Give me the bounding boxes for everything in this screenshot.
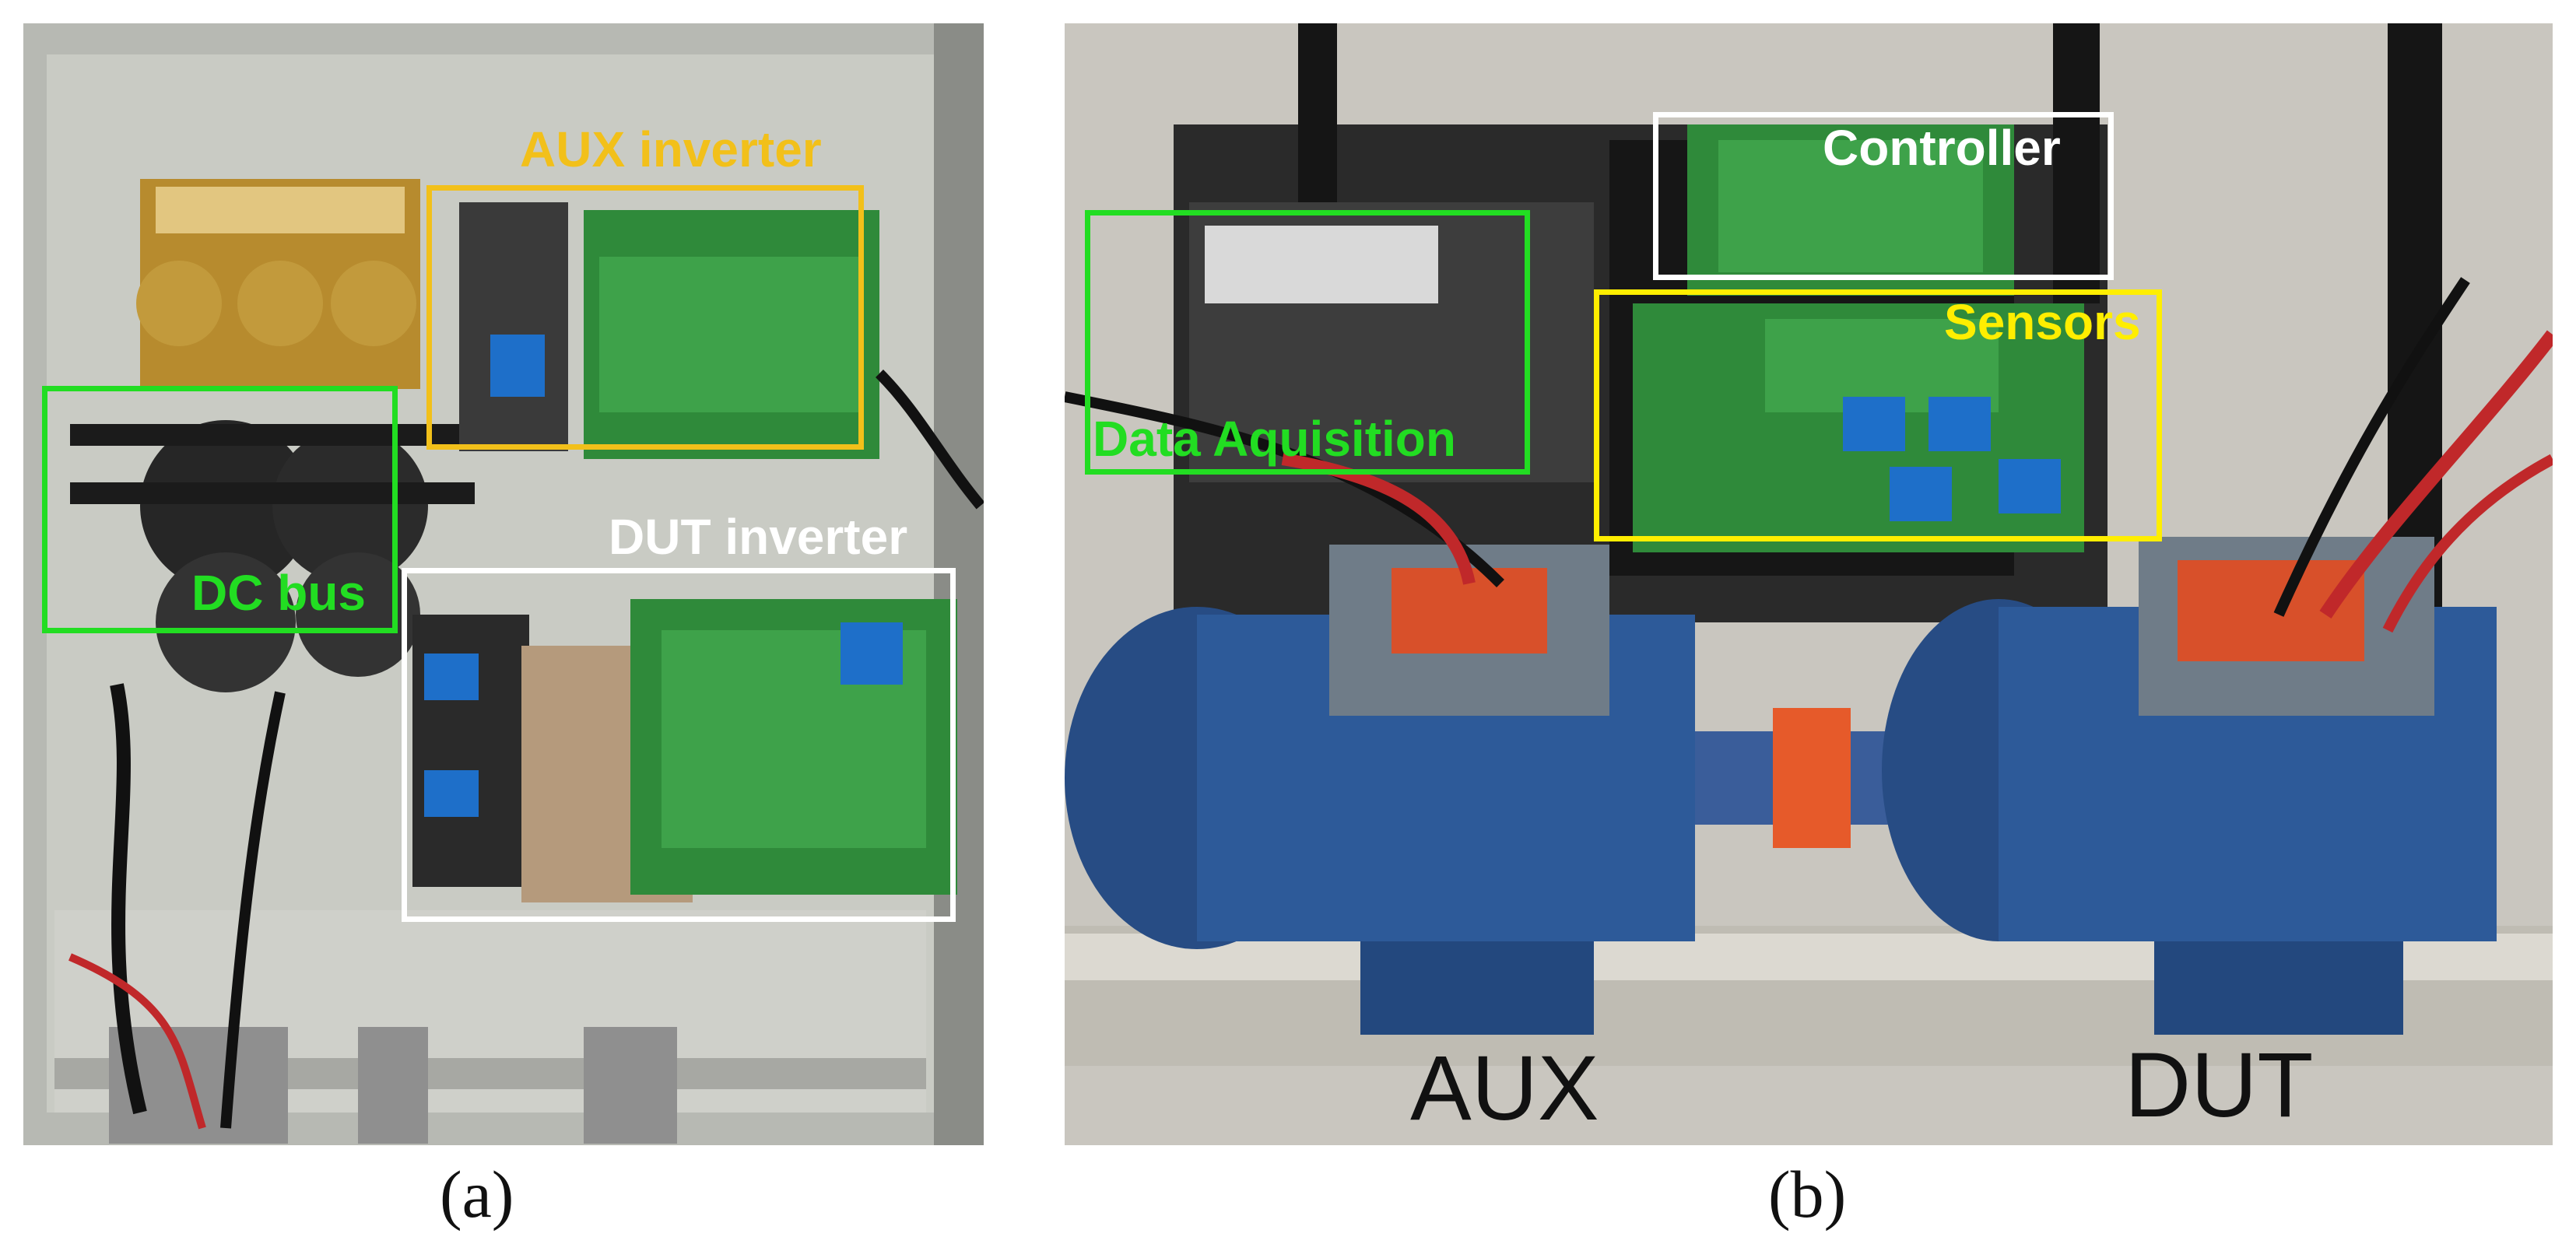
panel-b-caption: (b) [1768,1157,1847,1232]
aux-motor-label: AUX [1410,1037,1599,1140]
controller-box [1653,112,2114,280]
dut-inverter-label: DUT inverter [609,509,908,565]
dut-inverter-box [402,568,956,922]
inverter-cabinet-photo [23,23,984,1145]
panel-a-photo [23,23,984,1145]
aux-inverter-box [426,185,864,450]
aux-inverter-label: AUX inverter [520,121,822,177]
controller-label: Controller [1823,120,2061,176]
sensors-label: Sensors [1944,294,2141,350]
dc-bus-label: DC bus [191,565,366,621]
dut-motor-label: DUT [2125,1034,2314,1137]
data-acquisition-box [1085,210,1530,475]
dc-bus-box [42,386,398,633]
data-acquisition-label: Data Aquisition [1093,411,1456,467]
panel-a-caption: (a) [440,1157,514,1232]
sensors-box [1594,289,2162,541]
